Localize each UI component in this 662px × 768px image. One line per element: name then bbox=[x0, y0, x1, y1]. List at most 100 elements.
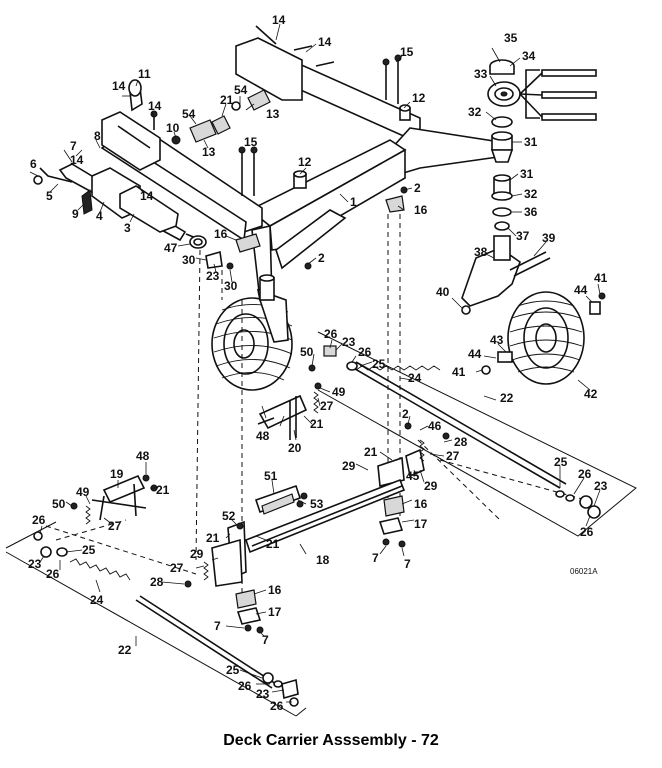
lower-hardware bbox=[184, 580, 264, 634]
callout-27: 27 bbox=[170, 561, 184, 575]
callout-10: 10 bbox=[166, 121, 180, 135]
callout-33: 33 bbox=[474, 67, 488, 81]
carrier-frame bbox=[100, 37, 507, 301]
callout-42: 42 bbox=[584, 387, 598, 401]
callout-27: 27 bbox=[108, 519, 122, 533]
callout-2: 2 bbox=[318, 251, 325, 265]
callout-21: 21 bbox=[310, 417, 324, 431]
callout-4: 4 bbox=[96, 209, 103, 223]
callout-labels: 14 14 15 12 11 14 14 10 54 21 54 13 13 1… bbox=[28, 13, 608, 713]
callout-21: 21 bbox=[364, 445, 378, 459]
callout-11: 11 bbox=[138, 67, 151, 81]
callout-6: 6 bbox=[30, 157, 37, 171]
callout-13: 13 bbox=[202, 145, 216, 159]
callout-28: 28 bbox=[150, 575, 164, 589]
callout-32: 32 bbox=[468, 105, 482, 119]
callout-26: 26 bbox=[270, 699, 284, 713]
callout-2: 2 bbox=[402, 407, 409, 421]
callout-26: 26 bbox=[578, 467, 592, 481]
callout-44: 44 bbox=[468, 347, 482, 361]
callout-1: 1 bbox=[350, 195, 357, 209]
callout-50: 50 bbox=[300, 345, 314, 359]
callout-14: 14 bbox=[112, 79, 126, 93]
callout-46: 46 bbox=[428, 419, 442, 433]
callout-14: 14 bbox=[272, 13, 286, 27]
callout-7: 7 bbox=[372, 551, 379, 565]
callout-23: 23 bbox=[256, 687, 270, 701]
callout-25: 25 bbox=[226, 663, 240, 677]
callout-2: 2 bbox=[414, 181, 421, 195]
callout-30: 30 bbox=[182, 253, 196, 267]
callout-48: 48 bbox=[256, 429, 270, 443]
callout-41: 41 bbox=[594, 271, 608, 285]
callout-29: 29 bbox=[424, 479, 438, 493]
callout-48: 48 bbox=[136, 449, 150, 463]
caster-wheel-right bbox=[481, 291, 606, 385]
callout-53: 53 bbox=[310, 497, 324, 511]
callout-16: 16 bbox=[414, 203, 428, 217]
callout-21: 21 bbox=[156, 483, 170, 497]
callout-21: 21 bbox=[206, 531, 220, 545]
callout-23: 23 bbox=[342, 335, 356, 349]
callout-15: 15 bbox=[400, 45, 414, 59]
callout-49: 49 bbox=[76, 485, 90, 499]
lower-rod-assembly bbox=[5, 519, 307, 717]
callout-15: 15 bbox=[244, 135, 258, 149]
callout-12: 12 bbox=[298, 155, 312, 169]
callout-12: 12 bbox=[412, 91, 426, 105]
lift-arm-assembly bbox=[33, 163, 197, 242]
callout-27: 27 bbox=[446, 449, 460, 463]
callout-31: 31 bbox=[524, 135, 538, 149]
callout-26: 26 bbox=[324, 327, 338, 341]
callout-29: 29 bbox=[190, 547, 204, 561]
rear-rod-assembly bbox=[317, 331, 637, 537]
callout-20: 20 bbox=[288, 441, 302, 455]
caster-fork bbox=[461, 235, 551, 315]
callout-26: 26 bbox=[32, 513, 46, 527]
callout-36: 36 bbox=[524, 205, 538, 219]
callout-40: 40 bbox=[436, 285, 450, 299]
callout-23: 23 bbox=[594, 479, 608, 493]
callout-16: 16 bbox=[214, 227, 228, 241]
callout-54: 54 bbox=[234, 83, 248, 97]
callout-8: 8 bbox=[94, 129, 101, 143]
callout-38: 38 bbox=[474, 245, 488, 259]
callout-7: 7 bbox=[214, 619, 221, 633]
hardware-bolts bbox=[238, 54, 411, 270]
callout-26: 26 bbox=[358, 345, 372, 359]
hardware-top-left bbox=[128, 25, 335, 145]
callout-45: 45 bbox=[406, 469, 420, 483]
callout-19: 19 bbox=[110, 467, 124, 481]
callout-9: 9 bbox=[72, 207, 79, 221]
callout-32: 32 bbox=[524, 187, 538, 201]
leader-lines bbox=[29, 23, 601, 703]
callout-43: 43 bbox=[490, 333, 504, 347]
rear-linkage-right bbox=[377, 422, 450, 548]
callout-47: 47 bbox=[164, 241, 178, 255]
callout-31: 31 bbox=[520, 167, 534, 181]
callout-21: 21 bbox=[220, 93, 234, 107]
callout-17: 17 bbox=[414, 517, 428, 531]
callout-7: 7 bbox=[70, 139, 77, 153]
callout-3: 3 bbox=[124, 221, 131, 235]
rear-linkage-left bbox=[70, 474, 158, 525]
callout-16: 16 bbox=[414, 497, 428, 511]
callout-52: 52 bbox=[222, 509, 236, 523]
callout-44: 44 bbox=[574, 283, 588, 297]
callout-30: 30 bbox=[224, 279, 238, 293]
figure-code: 06021A bbox=[570, 567, 598, 576]
callout-5: 5 bbox=[46, 189, 53, 203]
callout-28: 28 bbox=[454, 435, 468, 449]
callout-50: 50 bbox=[52, 497, 66, 511]
callout-29: 29 bbox=[342, 459, 356, 473]
callout-27: 27 bbox=[320, 399, 334, 413]
callout-49: 49 bbox=[332, 385, 346, 399]
callout-35: 35 bbox=[504, 31, 518, 45]
caster-wheel-left bbox=[211, 274, 293, 391]
callout-21: 21 bbox=[266, 537, 280, 551]
callout-14: 14 bbox=[318, 35, 332, 49]
callout-16: 16 bbox=[268, 583, 282, 597]
hardware-front-left bbox=[189, 195, 405, 270]
callout-7: 7 bbox=[404, 557, 411, 571]
callout-25: 25 bbox=[554, 455, 568, 469]
